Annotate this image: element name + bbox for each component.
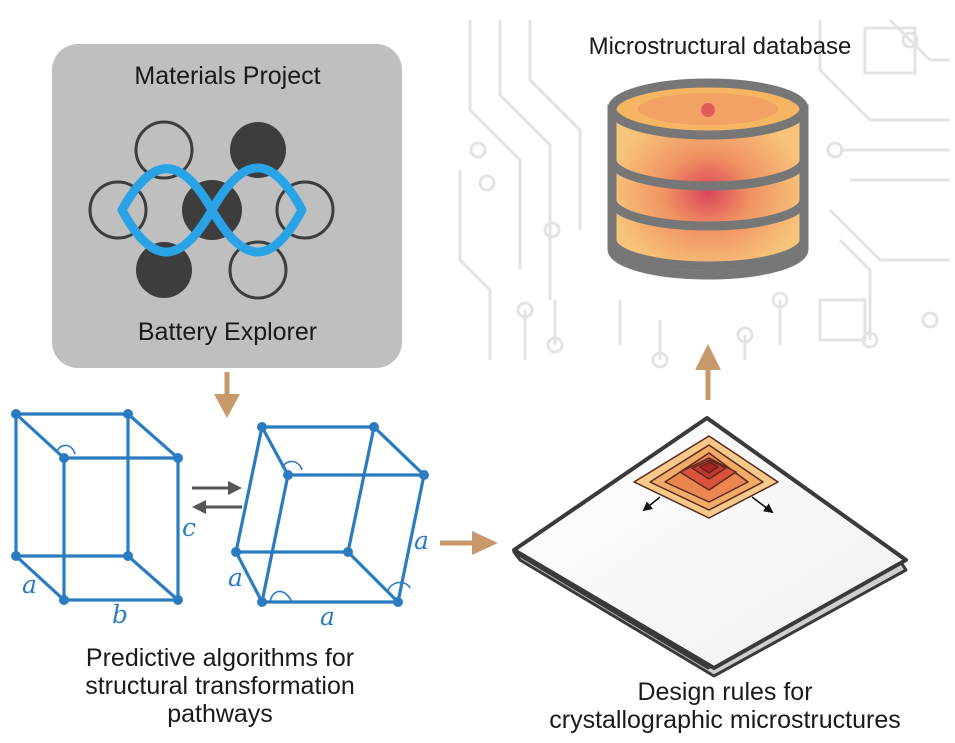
arrow-lattice-to-plate [440, 531, 498, 555]
right-cell-label-a-left: a [228, 563, 243, 592]
algorithms-caption: Predictive algorithms for structural tra… [20, 644, 420, 728]
algorithms-caption-line-1: Predictive algorithms for [85, 644, 355, 672]
growth-arrows [642, 496, 774, 514]
algorithms-caption-line-2: structural transformation [85, 672, 355, 700]
right-cell-label-a-right: a [414, 526, 429, 555]
left-cell-label-a: a [22, 570, 37, 599]
transformation-arrows [192, 481, 242, 514]
lattice-left-nodes [11, 409, 183, 605]
lattice-cell-left [11, 412, 183, 602]
design-rules-caption: Design rules for crystallographic micros… [495, 678, 955, 734]
circuit-background [458, 18, 950, 369]
arrow-panel-to-lattice [214, 372, 240, 418]
lattice-right-nodes [231, 422, 429, 607]
left-cell-label-b: b [112, 600, 129, 629]
database-cylinder [607, 78, 809, 280]
algorithms-caption-line-3: pathways [167, 700, 273, 728]
microstructure-diamonds [633, 435, 779, 519]
battery-explorer-label: Battery Explorer [137, 318, 318, 346]
database-title: Microstructural database [588, 33, 852, 60]
design-plate [512, 416, 908, 678]
arrow-plate-to-database [695, 344, 721, 400]
left-cell-label-c: c [182, 513, 197, 542]
right-cell-label-a-bottom: a [320, 602, 335, 631]
materials-project-logo [88, 120, 335, 300]
design-rules-caption-line-2: crystallographic microstructures [549, 706, 901, 734]
design-rules-caption-line-1: Design rules for [637, 678, 813, 706]
lattice-cell-right [233, 425, 428, 604]
materials-project-title: Materials Project [134, 62, 321, 90]
